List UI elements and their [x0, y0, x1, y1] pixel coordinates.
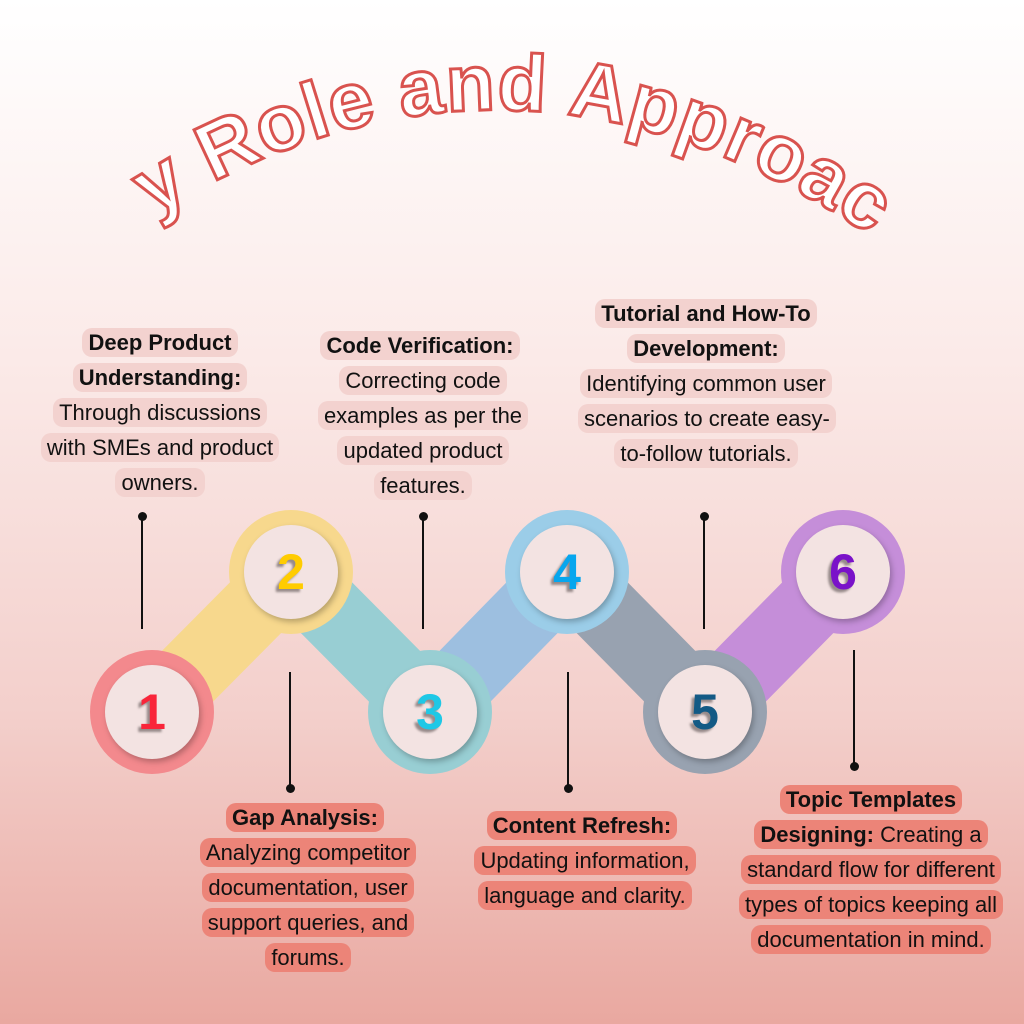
stem-4 — [567, 672, 569, 788]
stem-3 — [422, 517, 424, 629]
stem-dot-4 — [564, 784, 573, 793]
stem-5 — [703, 517, 705, 629]
stem-6 — [853, 650, 855, 766]
step-number-2: 2 — [277, 544, 305, 600]
stem-2 — [289, 672, 291, 788]
stem-dot-2 — [286, 784, 295, 793]
stem-dot-5 — [700, 512, 709, 521]
step-4-description: Content Refresh: Updating information, l… — [462, 808, 708, 913]
step-1-description: Deep Product Understanding: Through disc… — [36, 325, 284, 500]
step-2-description: Gap Analysis: Analyzing competitor docum… — [184, 800, 432, 975]
step-5-badge — [658, 665, 752, 759]
step-2-badge — [244, 525, 338, 619]
step-6-description: Topic Templates Designing: Creating a st… — [734, 782, 1008, 957]
stem-1 — [141, 517, 143, 629]
step-number-1: 1 — [138, 684, 166, 740]
step-3-badge — [383, 665, 477, 759]
stem-dot-3 — [419, 512, 428, 521]
step-1-badge — [105, 665, 199, 759]
step-number-6: 6 — [829, 544, 857, 600]
step-number-3: 3 — [416, 684, 444, 740]
step-number-5: 5 — [691, 684, 719, 740]
step-4-badge — [520, 525, 614, 619]
stem-dot-1 — [138, 512, 147, 521]
stem-dot-6 — [850, 762, 859, 771]
step-6-badge — [796, 525, 890, 619]
step-3-description: Code Verification: Correcting code examp… — [302, 328, 544, 503]
step-number-4: 4 — [553, 544, 581, 600]
step-5-description: Tutorial and How-To Development: Identif… — [578, 296, 836, 471]
